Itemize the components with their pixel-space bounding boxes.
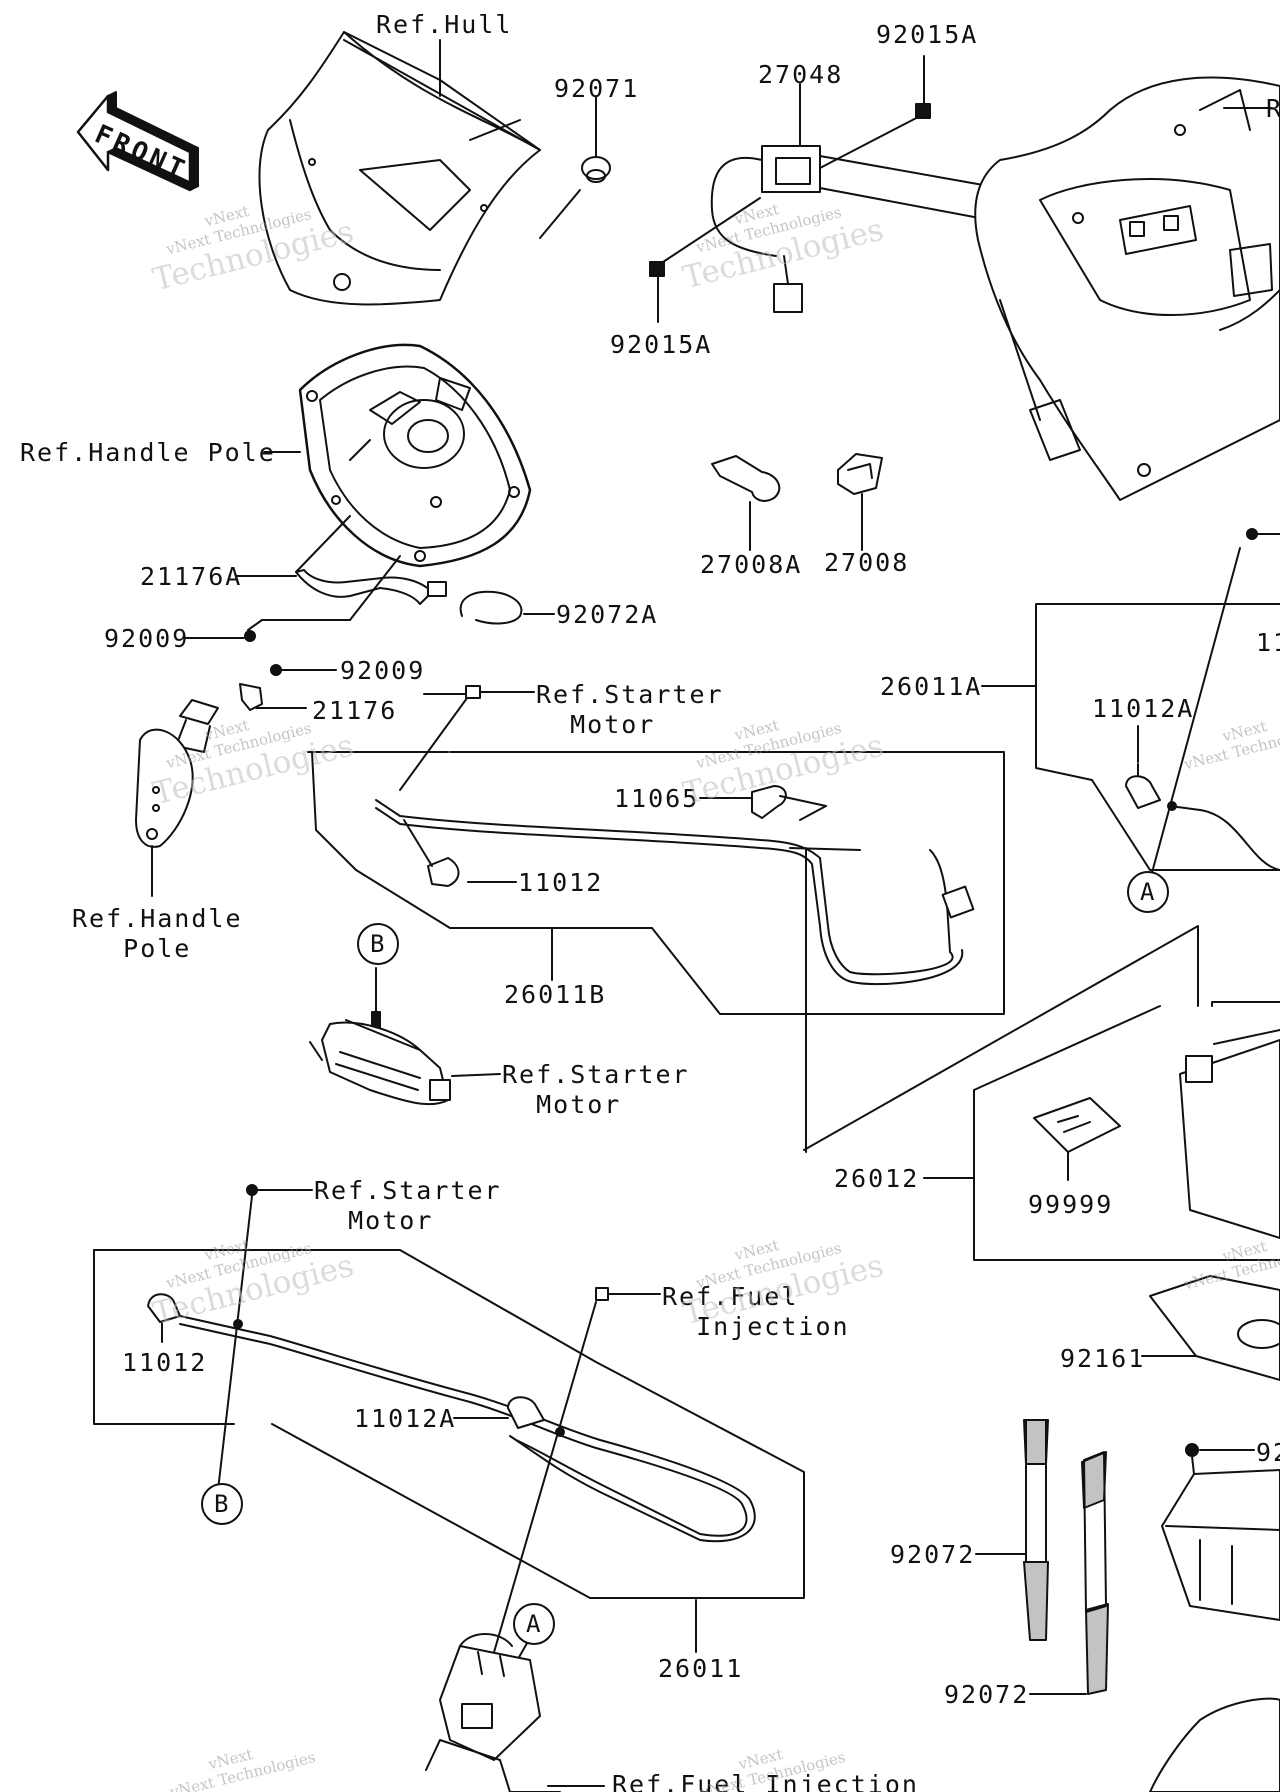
ref-starter-motor-2-label: Ref.Starter Motor xyxy=(502,1060,690,1119)
terminal-11012-low-drawing xyxy=(147,1293,243,1343)
ref-starter-motor-3-label: Ref.Starter Motor xyxy=(314,1176,502,1235)
front-arrow-icon xyxy=(76,91,199,192)
callout-b-bottom xyxy=(201,1483,243,1525)
ref-fuel-injection-1-label: Ref.Fuel Injection xyxy=(662,1282,850,1341)
clip-92015a-bottom-drawing xyxy=(649,261,665,323)
callout-a-right-label: A xyxy=(1140,878,1155,906)
callout-b-top-label: B xyxy=(370,930,385,958)
harness-26011-group-box xyxy=(93,1249,805,1653)
solenoid-drawing xyxy=(425,1633,605,1792)
terminal-cover-27008a-drawing xyxy=(711,455,781,551)
clip-92015a-top-drawing xyxy=(915,55,931,119)
part-11012a-low-label: 11012A xyxy=(354,1404,457,1433)
part-92161-label: 92161 xyxy=(1060,1344,1146,1373)
harness-26011b-group-box xyxy=(307,751,1005,1015)
part-11-right-label: 11 xyxy=(1256,628,1280,657)
cable-26011-drawing xyxy=(179,1315,756,1543)
bolt-ref-starter-lower xyxy=(217,1184,313,1491)
strap-92072-b-drawing xyxy=(1029,1451,1109,1695)
callout-a-bottom xyxy=(513,1603,555,1645)
terminal-cover-27008-drawing xyxy=(837,453,883,551)
terminal-11012a-right-drawing xyxy=(1125,725,1280,871)
part-92-right-label: 92 xyxy=(1256,1438,1280,1467)
bolt-92009-b-drawing xyxy=(270,664,337,676)
part-92072-b-label: 92072 xyxy=(944,1680,1030,1709)
relay-27048-drawing xyxy=(659,83,1001,313)
handle-pole-plate-drawing xyxy=(263,343,532,568)
battery-drawing xyxy=(1179,1029,1280,1239)
sensor-21176a-drawing xyxy=(235,515,447,631)
clamp-92072a-drawing xyxy=(459,590,555,625)
part-92015a-bottom-label: 92015A xyxy=(610,330,713,359)
part-92009-a-label: 92009 xyxy=(104,624,190,653)
part-11012-low-label: 11012 xyxy=(122,1348,208,1377)
ref-right-top-label: R xyxy=(1266,94,1280,123)
sensor-21176-drawing xyxy=(239,683,307,711)
ref-hull-label: Ref.Hull xyxy=(376,10,513,39)
part-92009-b-label: 92009 xyxy=(340,656,426,685)
part-21176-label: 21176 xyxy=(312,696,398,725)
part-11012a-right-label: 11012A xyxy=(1092,694,1195,723)
part-92072a-label: 92072A xyxy=(556,600,659,629)
hull-inner-drawing xyxy=(974,76,1280,501)
part-26011-label: 26011 xyxy=(658,1654,744,1683)
terminal-11065-drawing xyxy=(699,785,827,821)
callout-b-top xyxy=(357,923,399,965)
part-26011b-label: 26011B xyxy=(504,980,607,1009)
leader-line xyxy=(539,189,581,239)
battery-group-box xyxy=(803,847,1280,1261)
pad-92161-drawing xyxy=(1141,1275,1280,1381)
ref-starter-motor-1-label: Ref.Starter Motor xyxy=(536,680,724,739)
part-26011a-label: 26011A xyxy=(880,672,983,701)
grommet-92071-drawing xyxy=(581,95,611,183)
part-11012-mid-label: 11012 xyxy=(518,868,604,897)
cable-a-right-drawing xyxy=(1149,528,1280,881)
handle-pole-lower-drawing xyxy=(135,699,219,897)
packet-99999-drawing xyxy=(1033,1097,1121,1181)
part-21176a-label: 21176A xyxy=(140,562,243,591)
bolt-92009-a-drawing xyxy=(185,630,256,642)
ref-handle-pole-2-label: Ref.Handle Pole xyxy=(72,904,243,963)
bolt-ref-starter-top xyxy=(465,685,535,699)
part-27008a-label: 27008A xyxy=(700,550,803,579)
leader-line xyxy=(399,693,471,791)
part-92071-label: 92071 xyxy=(554,74,640,103)
battery-box-drawing xyxy=(1161,1443,1280,1621)
lower-hull-drawing xyxy=(1149,1697,1280,1792)
ref-fuel-injection-2-label: Ref.Fuel Injection xyxy=(612,1770,919,1792)
strap-92072-a-drawing xyxy=(975,1419,1049,1641)
part-27048-label: 27048 xyxy=(758,60,844,89)
part-11065-label: 11065 xyxy=(614,784,700,813)
starter-motor-drawing xyxy=(309,967,501,1106)
part-92015a-top-label: 92015A xyxy=(876,20,979,49)
terminal-11012-mid-drawing xyxy=(403,819,517,887)
harness-26011a-group-box xyxy=(981,603,1280,871)
bolt-ref-fuel-injection xyxy=(489,1287,661,1667)
part-92072-a-label: 92072 xyxy=(890,1540,976,1569)
callout-a-bottom-label: A xyxy=(526,1610,541,1638)
hull-part-drawing xyxy=(258,31,541,306)
leader-line xyxy=(343,39,541,151)
callout-b-bottom-label: B xyxy=(214,1490,229,1518)
terminal-11012a-low-drawing xyxy=(453,1396,565,1437)
callout-a-right xyxy=(1127,871,1169,913)
part-26012-label: 26012 xyxy=(834,1164,920,1193)
part-99999-label: 99999 xyxy=(1028,1190,1114,1219)
part-27008-label: 27008 xyxy=(824,548,910,577)
ref-handle-pole-1-label: Ref.Handle Pole xyxy=(20,438,276,467)
